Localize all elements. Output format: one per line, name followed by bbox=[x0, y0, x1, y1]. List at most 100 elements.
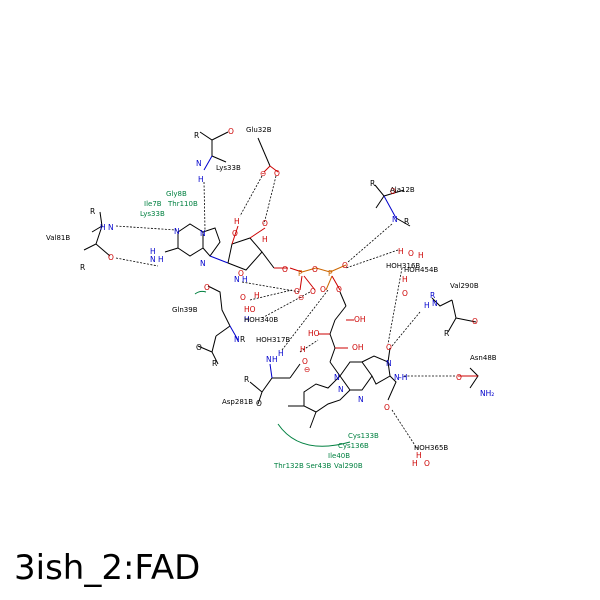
svg-text:H: H bbox=[158, 255, 164, 264]
svg-text:H: H bbox=[234, 217, 240, 226]
residue-label-val290: Val290B bbox=[450, 282, 479, 290]
svg-text:R: R bbox=[90, 207, 95, 216]
svg-text:⊖: ⊖ bbox=[260, 169, 266, 178]
svg-text:O: O bbox=[408, 249, 414, 258]
svg-text:N: N bbox=[334, 373, 340, 382]
svg-text:N: N bbox=[358, 395, 364, 404]
svg-text:H: H bbox=[244, 315, 250, 324]
svg-text:P: P bbox=[328, 269, 333, 278]
svg-text:R: R bbox=[370, 179, 375, 188]
water-label-hoh340: HOH340B bbox=[244, 316, 278, 324]
svg-text:N: N bbox=[150, 255, 156, 264]
residue-label-thr110: Thr110B bbox=[167, 200, 198, 208]
svg-text:O: O bbox=[424, 459, 430, 468]
svg-text:H: H bbox=[424, 301, 430, 310]
water-label-hoh317: HOH317B bbox=[256, 336, 290, 344]
svg-text:O: O bbox=[302, 357, 308, 366]
svg-text:R: R bbox=[194, 131, 199, 140]
svg-text:N: N bbox=[386, 359, 392, 368]
svg-text:N: N bbox=[234, 275, 240, 284]
svg-text:N: N bbox=[234, 335, 240, 344]
svg-text:P: P bbox=[298, 269, 303, 278]
svg-text:O: O bbox=[390, 187, 396, 196]
svg-text:O: O bbox=[386, 343, 392, 352]
residue-bonds bbox=[83, 131, 479, 405]
svg-text:N: N bbox=[432, 299, 438, 308]
svg-text:O: O bbox=[294, 287, 300, 296]
svg-text:R: R bbox=[212, 359, 217, 368]
residue-label-asn48: Asn48B bbox=[470, 354, 497, 362]
water-label-hoh316: HOH316B bbox=[386, 262, 420, 270]
svg-text:–H: –H bbox=[398, 373, 407, 382]
hydrogen-bonds bbox=[115, 175, 456, 451]
svg-text:N: N bbox=[200, 229, 206, 238]
svg-text:HO: HO bbox=[308, 329, 320, 338]
svg-text:R: R bbox=[404, 217, 409, 226]
svg-text:H: H bbox=[402, 275, 408, 284]
residue-label-lys33-green: Lys33B bbox=[140, 210, 165, 218]
svg-text:R: R bbox=[244, 375, 249, 384]
svg-text:H: H bbox=[242, 275, 248, 284]
residue-label-asp281: Asp281B bbox=[222, 398, 253, 406]
svg-text:N: N bbox=[200, 259, 206, 268]
svg-text:H: H bbox=[300, 345, 306, 354]
svg-text:N: N bbox=[392, 215, 398, 224]
svg-text:⊖: ⊖ bbox=[304, 365, 310, 374]
residue-label-ile7: Ile7B bbox=[144, 200, 162, 208]
svg-text:O: O bbox=[274, 169, 280, 178]
svg-text:H: H bbox=[398, 247, 404, 256]
svg-text:N: N bbox=[108, 223, 114, 232]
residue-label-cys133: Cys133B bbox=[348, 432, 379, 440]
svg-text:R: R bbox=[444, 329, 449, 338]
svg-text:O: O bbox=[282, 265, 288, 274]
svg-text:HO: HO bbox=[244, 305, 256, 314]
residue-label-gln39: Gln39B bbox=[172, 306, 198, 314]
svg-text:R: R bbox=[80, 263, 85, 272]
svg-text:O: O bbox=[108, 253, 114, 262]
svg-text:⊖: ⊖ bbox=[298, 293, 304, 302]
svg-text:O: O bbox=[336, 285, 342, 294]
svg-text:O: O bbox=[204, 283, 210, 292]
svg-text:N: N bbox=[394, 373, 400, 382]
svg-text:O: O bbox=[342, 261, 348, 270]
svg-text:O: O bbox=[310, 287, 316, 296]
svg-text:O: O bbox=[384, 403, 390, 412]
residue-label-thr132: Thr132B bbox=[273, 462, 304, 470]
svg-text:H: H bbox=[416, 451, 422, 460]
svg-text:O: O bbox=[240, 293, 246, 302]
residue-label-glu32: Glu32B bbox=[246, 126, 272, 134]
atom-labels: N N N H N H N H R R O N H R O ⊖ O H O O … bbox=[80, 127, 494, 468]
residue-label-lys33: Lys33B bbox=[216, 164, 241, 172]
svg-text:R: R bbox=[240, 335, 245, 344]
svg-text:H: H bbox=[150, 247, 156, 256]
svg-text:N: N bbox=[196, 159, 202, 168]
residue-label-ile40: Ile40B bbox=[328, 452, 350, 460]
page-title: 3ish_2:FAD bbox=[14, 548, 201, 588]
hydrophobic-arc-bottom bbox=[277, 423, 351, 447]
svg-text:O: O bbox=[232, 229, 238, 238]
svg-text:O: O bbox=[312, 265, 318, 274]
water-label-hoh454: HOH454B bbox=[404, 266, 438, 274]
residue-label-cys136: Cys136B bbox=[338, 442, 369, 450]
residue-label-val81: Val81B bbox=[46, 234, 70, 242]
svg-text:N: N bbox=[266, 355, 272, 364]
svg-text:H: H bbox=[412, 459, 418, 468]
svg-text:OH: OH bbox=[352, 343, 364, 352]
svg-text:O: O bbox=[320, 285, 326, 294]
svg-text:H: H bbox=[278, 349, 284, 358]
svg-text:H: H bbox=[254, 291, 260, 300]
svg-text:H: H bbox=[418, 251, 424, 260]
svg-text:O: O bbox=[256, 399, 262, 408]
residue-label-val290-bottom: Val290B bbox=[334, 462, 363, 470]
svg-text:O: O bbox=[196, 343, 202, 352]
residue-label-gly8: Gly8B bbox=[166, 190, 187, 198]
hydrophobic-arc-gln39 bbox=[194, 290, 207, 295]
svg-text:H: H bbox=[198, 175, 204, 184]
svg-text:H: H bbox=[100, 223, 106, 232]
svg-text:N: N bbox=[174, 227, 180, 236]
svg-text:O: O bbox=[228, 127, 234, 136]
svg-text:H: H bbox=[272, 355, 278, 364]
residue-label-ser43: Ser43B bbox=[306, 462, 332, 470]
svg-text:R: R bbox=[430, 291, 435, 300]
